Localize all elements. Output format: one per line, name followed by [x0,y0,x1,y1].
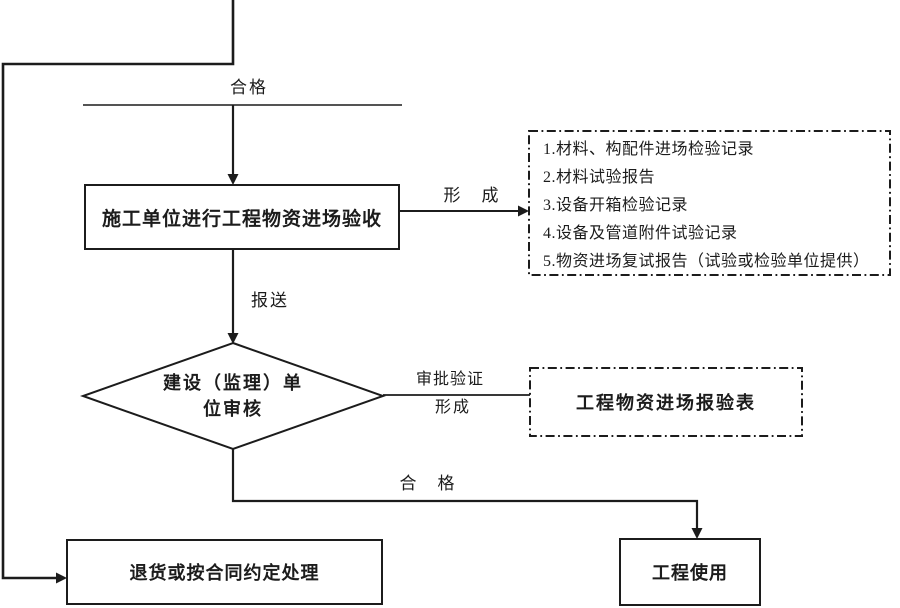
return-goods-box: 退货或按合同约定处理 [66,539,383,605]
reject-route-line [1,0,235,580]
record-item-2: 2.材料试验报告 [543,169,656,186]
qualified-route-line [231,449,699,529]
arrowhead-into-return-box [56,572,67,584]
report-form-label: 工程物资进场报验表 [576,393,756,413]
arrowhead-into-use-box [691,528,703,539]
record-list-box [528,130,891,276]
project-use-label: 工程使用 [652,563,728,583]
record-list: 1.材料、构配件进场检验记录 2.材料试验报告 3.设备开箱检验记录 4.设备及… [529,131,890,275]
review-diamond-line2: 位审核 [203,399,263,419]
return-goods-label: 退货或按合同约定处理 [129,563,320,583]
arrowhead-into-acceptance-box [227,174,239,185]
label-submit: 报送 [251,291,289,310]
label-form-mid: 形成 [434,399,471,416]
acceptance-process-box: 施工单位进行工程物资进场验收 [84,184,400,250]
report-form-box [529,367,803,437]
label-form: 形 成 [443,186,501,205]
arrowhead-into-record-list [518,205,529,217]
record-item-5: 5.物资进场复试报告（试验或检验单位提供） [543,253,870,270]
acceptance-process-label: 施工单位进行工程物资进场验收 [101,208,382,230]
record-item-3: 3.设备开箱检验记录 [543,197,689,214]
review-diamond-line1: 建设（监理）单 [163,373,303,393]
review-diamond-text: 建设（监理）单 位审核 [133,370,333,422]
label-qualified-top: 合格 [230,78,268,97]
label-qualified-bottom: 合 格 [399,474,457,493]
arrowhead-into-diamond [227,333,239,344]
record-item-4: 4.设备及管道附件试验记录 [543,225,738,242]
project-use-box: 工程使用 [619,538,761,606]
label-approve-verify: 审批验证 [415,371,484,388]
record-item-1: 1.材料、构配件进场检验记录 [543,141,755,158]
